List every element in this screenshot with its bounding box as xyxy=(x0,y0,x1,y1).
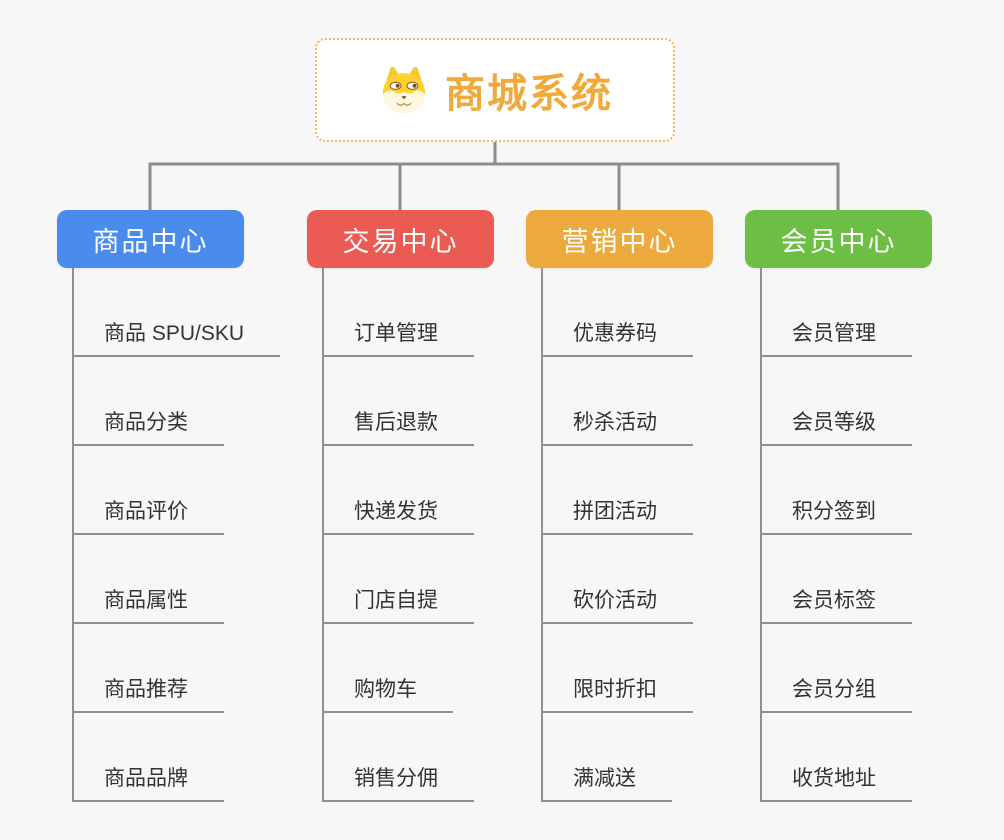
shiba-dog-icon xyxy=(382,66,426,114)
leaf-node[interactable]: 拼团活动 xyxy=(543,495,693,535)
leaf-row: 商品推荐 xyxy=(74,624,280,713)
leaf-row: 会员等级 xyxy=(762,357,912,446)
leaf-node[interactable]: 商品品牌 xyxy=(74,762,224,802)
leaf-row: 售后退款 xyxy=(324,357,474,446)
leaf-node[interactable]: 商品分类 xyxy=(74,406,224,446)
branch-node-trade-center[interactable]: 交易中心 xyxy=(307,210,494,268)
root-node-label: 商城系统 xyxy=(445,72,613,116)
leaf-node[interactable]: 销售分佣 xyxy=(324,762,474,802)
branch-label: 商品中心 xyxy=(92,226,209,257)
leaf-node[interactable]: 秒杀活动 xyxy=(543,406,693,446)
leaf-row: 限时折扣 xyxy=(543,624,693,713)
leaf-row: 门店自提 xyxy=(324,535,474,624)
leaf-node[interactable]: 会员标签 xyxy=(762,584,912,624)
leaf-row: 收货地址 xyxy=(762,713,912,802)
leaf-row: 订单管理 xyxy=(324,268,474,357)
leaf-node[interactable]: 商品评价 xyxy=(74,495,224,535)
branch-node-marketing-center[interactable]: 营销中心 xyxy=(526,210,713,268)
leaf-row: 商品属性 xyxy=(74,535,280,624)
leaf-row: 商品分类 xyxy=(74,357,280,446)
leaf-node[interactable]: 会员等级 xyxy=(762,406,912,446)
branch-label: 营销中心 xyxy=(561,226,678,257)
leaf-node[interactable]: 商品 SPU/SKU xyxy=(74,317,281,357)
leaf-node[interactable]: 积分签到 xyxy=(762,495,912,535)
leaf-row: 秒杀活动 xyxy=(543,357,693,446)
branch-children-member-center: 会员管理 会员等级 积分签到 会员标签 会员分组 收货地址 xyxy=(760,268,912,802)
branch-label: 交易中心 xyxy=(342,226,459,257)
leaf-node[interactable]: 限时折扣 xyxy=(543,673,693,713)
leaf-node[interactable]: 会员分组 xyxy=(762,673,912,713)
leaf-row: 优惠券码 xyxy=(543,268,693,357)
leaf-node[interactable]: 门店自提 xyxy=(324,584,474,624)
leaf-node[interactable]: 优惠券码 xyxy=(543,317,693,357)
leaf-node[interactable]: 会员管理 xyxy=(762,317,912,357)
leaf-node[interactable]: 快递发货 xyxy=(324,495,474,535)
leaf-row: 砍价活动 xyxy=(543,535,693,624)
leaf-row: 会员管理 xyxy=(762,268,912,357)
leaf-node[interactable]: 商品属性 xyxy=(74,584,224,624)
leaf-node[interactable]: 砍价活动 xyxy=(543,584,693,624)
leaf-row: 购物车 xyxy=(324,624,474,713)
branch-children-marketing-center: 优惠券码 秒杀活动 拼团活动 砍价活动 限时折扣 满减送 xyxy=(541,268,693,802)
leaf-row: 商品评价 xyxy=(74,446,280,535)
leaf-node[interactable]: 订单管理 xyxy=(324,317,474,357)
leaf-node[interactable]: 收货地址 xyxy=(762,762,912,802)
leaf-node[interactable]: 商品推荐 xyxy=(74,673,224,713)
leaf-node[interactable]: 售后退款 xyxy=(324,406,474,446)
branch-children-product-center: 商品 SPU/SKU 商品分类 商品评价 商品属性 商品推荐 商品品牌 xyxy=(72,268,281,802)
branch-children-trade-center: 订单管理 售后退款 快递发货 门店自提 购物车 销售分佣 xyxy=(322,268,474,802)
leaf-row: 满减送 xyxy=(543,713,693,802)
leaf-row: 会员标签 xyxy=(762,535,912,624)
branch-label: 会员中心 xyxy=(780,226,897,257)
leaf-row: 商品品牌 xyxy=(74,713,280,802)
leaf-row: 销售分佣 xyxy=(324,713,474,802)
leaf-node[interactable]: 满减送 xyxy=(543,762,672,802)
branch-node-product-center[interactable]: 商品中心 xyxy=(57,210,244,268)
branch-node-member-center[interactable]: 会员中心 xyxy=(745,210,932,268)
leaf-row: 快递发货 xyxy=(324,446,474,535)
root-node-mall-system[interactable]: 商城系统 xyxy=(315,38,675,142)
leaf-row: 商品 SPU/SKU xyxy=(74,268,281,357)
leaf-row: 会员分组 xyxy=(762,624,912,713)
leaf-node[interactable]: 购物车 xyxy=(324,673,453,713)
leaf-row: 积分签到 xyxy=(762,446,912,535)
leaf-row: 拼团活动 xyxy=(543,446,693,535)
